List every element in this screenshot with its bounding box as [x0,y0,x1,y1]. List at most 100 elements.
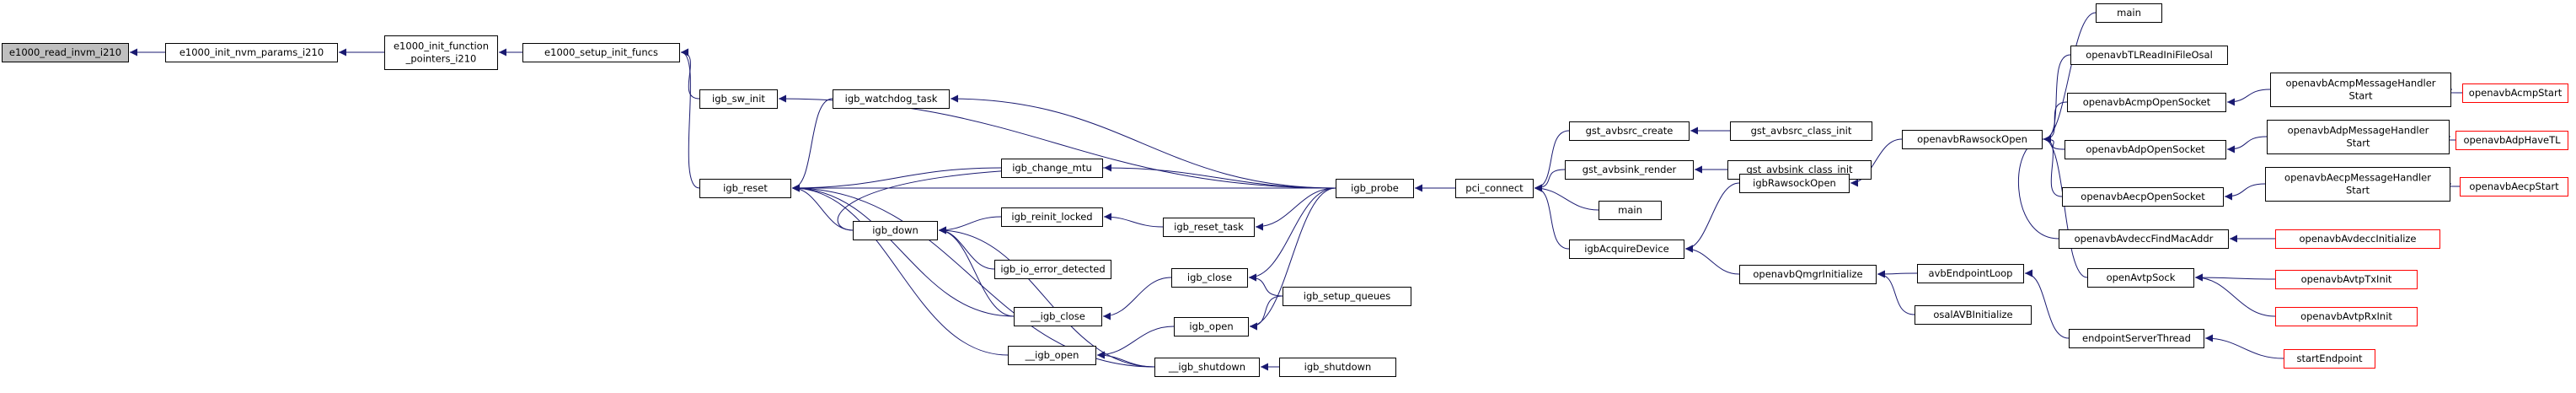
node-box[interactable] [1902,130,2043,149]
node-box[interactable] [2270,73,2451,107]
node-box[interactable] [2062,187,2224,207]
node-box[interactable] [522,43,680,62]
node-igb-reset[interactable]: igb_reset [699,179,791,198]
node-igb-close[interactable]: __igb_close [1014,307,1102,326]
node-openavbaecpstart[interactable]: openavbAecpStart [2460,177,2568,196]
node-box[interactable] [1917,264,2024,283]
node-openavbavtptxinit[interactable]: openavbAvtpTxInit [2275,270,2418,289]
node-igbrawsockopen[interactable]: igbRawsockOpen [1739,174,1850,193]
node-avbendpointloop[interactable]: avbEndpointLoop [1917,264,2024,283]
node-openavbavtprxinit[interactable]: openavbAvtpRxInit [2275,307,2418,326]
node-box[interactable] [2069,329,2204,348]
node-gst-avbsrc-class-init[interactable]: gst_avbsrc_class_init [1730,121,1872,141]
node-box[interactable] [2284,349,2375,369]
node-igb-reinit-locked[interactable]: igb_reinit_locked [1001,207,1103,227]
node-box[interactable] [1336,179,1414,198]
node-box[interactable] [2065,140,2226,159]
node-box[interactable] [2462,83,2568,103]
node-igb-probe[interactable]: igb_probe [1336,179,1414,198]
node-box[interactable] [1739,174,1850,193]
node-label: pci_connect [1465,182,1524,194]
node-box[interactable] [1174,317,1249,336]
node-box[interactable] [2070,46,2228,65]
node-box[interactable] [1154,358,1260,377]
node-igb-shutdown[interactable]: igb_shutdown [1279,358,1396,377]
node-box[interactable] [2456,131,2568,150]
node-box[interactable] [853,221,938,240]
node-e1000-read-invm-i210[interactable]: e1000_read_invm_i210 [2,43,129,62]
node-openavbavdeccfindmacaddr[interactable]: openavbAvdeccFindMacAddr [2059,229,2229,249]
node-box[interactable] [1730,121,1872,141]
node-box[interactable] [2096,3,2162,23]
node-box[interactable] [2059,229,2229,249]
node-openavbtlreadinifileosal[interactable]: openavbTLReadIniFileOsal [2070,46,2228,65]
node-igb-open[interactable]: __igb_open [1008,346,1096,365]
node-igb-change-mtu[interactable]: igb_change_mtu [1001,159,1103,178]
node-openavbacmpstart[interactable]: openavbAcmpStart [2462,83,2568,103]
node-box[interactable] [1739,265,1877,284]
node-box[interactable] [1599,201,1662,220]
node-box[interactable] [1455,179,1534,198]
node-igb-shutdown[interactable]: __igb_shutdown [1154,358,1260,377]
node-pci-connect[interactable]: pci_connect [1455,179,1534,198]
node-box[interactable] [699,89,778,109]
node-box[interactable] [699,179,791,198]
node-openavbacmpopensocket[interactable]: openavbAcmpOpenSocket [2067,93,2226,112]
node-box[interactable] [2267,120,2450,154]
node-box[interactable] [1001,159,1103,178]
node-openavbaecpopensocket[interactable]: openavbAecpOpenSocket [2062,187,2224,207]
node-igbacquiredevice[interactable]: igbAcquireDevice [1569,240,1684,259]
node-box[interactable] [2067,93,2226,112]
node-box[interactable] [1565,160,1694,180]
node-box[interactable] [384,35,498,70]
node-openavbqmgrinitialize[interactable]: openavbQmgrInitialize [1739,265,1877,284]
node-gst-avbsink-render[interactable]: gst_avbsink_render [1565,160,1694,180]
node-box[interactable] [2460,177,2568,196]
node-openavbavdeccinitialize[interactable]: openavbAvdeccInitialize [2275,229,2440,249]
node-box[interactable] [1163,218,1255,237]
node-box[interactable] [1279,358,1396,377]
node-box[interactable] [1001,207,1103,227]
node-e1000-setup-init-funcs[interactable]: e1000_setup_init_funcs [522,43,680,62]
node-box[interactable] [1014,307,1102,326]
node-igb-down[interactable]: igb_down [853,221,938,240]
node-igb-reset-task[interactable]: igb_reset_task [1163,218,1255,237]
node-box[interactable] [1569,240,1684,259]
node-box[interactable] [1171,268,1248,288]
node-startendpoint[interactable]: startEndpoint [2284,349,2375,369]
node-box[interactable] [1283,287,1411,306]
node-openavtpsock[interactable]: openAvtpSock [2087,268,2194,288]
node-igb-setup-queues[interactable]: igb_setup_queues [1283,287,1411,306]
node-openavbadpopensocket[interactable]: openavbAdpOpenSocket [2065,140,2226,159]
node-box[interactable] [833,89,950,109]
node-box[interactable] [1569,121,1690,141]
node-main[interactable]: main [2096,3,2162,23]
node-igb-io-error-detected[interactable]: igb_io_error_detected [994,260,1111,279]
node-main[interactable]: main [1599,201,1662,220]
node-box[interactable] [2265,167,2450,202]
node-igb-open[interactable]: igb_open [1174,317,1249,336]
node-box[interactable] [2087,268,2194,288]
node-box[interactable] [2275,229,2440,249]
node-openavbrawsockopen[interactable]: openavbRawsockOpen [1902,130,2043,149]
node-igb-close[interactable]: igb_close [1171,268,1248,288]
node-gst-avbsrc-create[interactable]: gst_avbsrc_create [1569,121,1690,141]
node-box[interactable] [994,260,1111,279]
node-box[interactable] [2,43,129,62]
node-igb-watchdog-task[interactable]: igb_watchdog_task [833,89,950,109]
node-label: igb_change_mtu [1012,162,1092,174]
node-igb-sw-init[interactable]: igb_sw_init [699,89,778,109]
node-box[interactable] [2275,307,2418,326]
node-box[interactable] [1915,305,2032,325]
node-e1000-init-function-pointers-i210[interactable]: e1000_init_function_pointers_i210 [384,35,498,70]
node-endpointserverthread[interactable]: endpointServerThread [2069,329,2204,348]
node-osalavbinitialize[interactable]: osalAVBInitialize [1915,305,2032,325]
node-box[interactable] [2275,270,2418,289]
node-openavbadphavetl[interactable]: openavbAdpHaveTL [2456,131,2568,150]
node-box[interactable] [1008,346,1096,365]
node-e1000-init-nvm-params-i210[interactable]: e1000_init_nvm_params_i210 [165,43,338,62]
node-box[interactable] [165,43,338,62]
